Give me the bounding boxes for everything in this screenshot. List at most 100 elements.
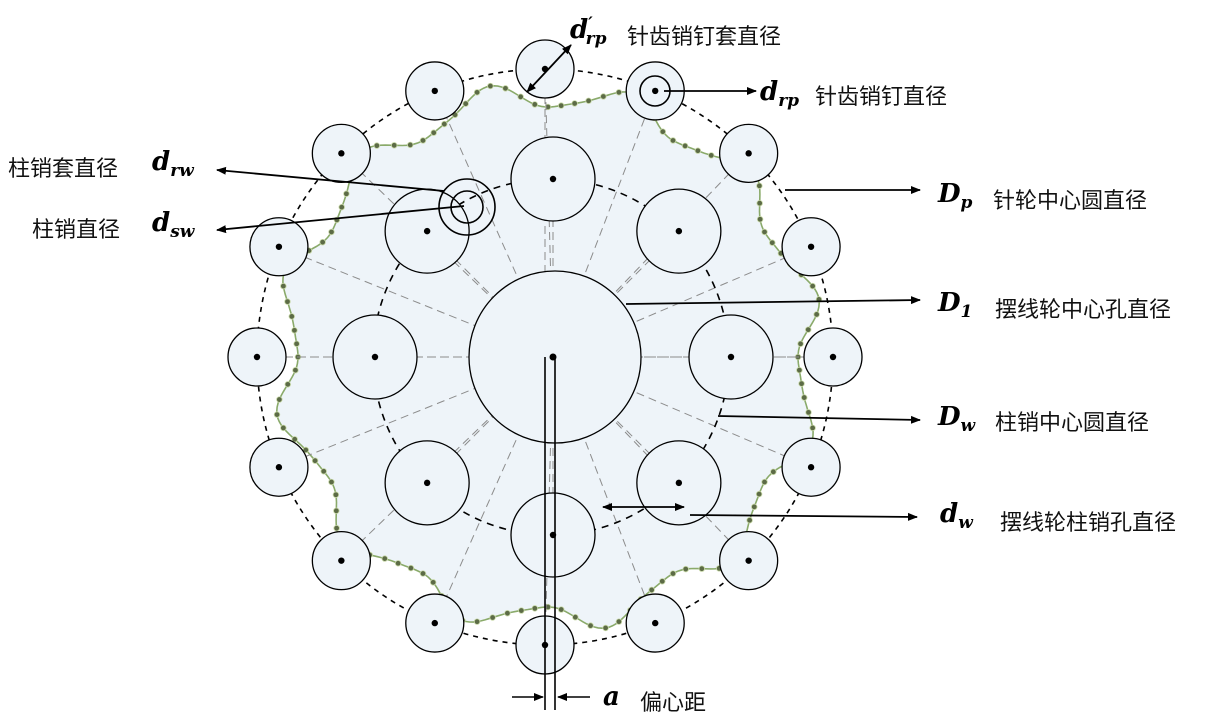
profile-point [391, 142, 398, 149]
profile-point [669, 570, 677, 577]
profile-point [473, 89, 481, 96]
profile-point [373, 142, 381, 149]
profile-point [328, 228, 335, 236]
disc-hole-center [675, 227, 683, 235]
profile-point [291, 436, 298, 443]
profile-point [518, 607, 525, 614]
profile-point [430, 129, 437, 136]
ring-pin-center [275, 464, 283, 471]
profile-point [809, 282, 816, 290]
profile-point [320, 468, 327, 475]
profile-point [280, 282, 287, 290]
profile-point [761, 228, 768, 236]
disc-hole-center [423, 479, 431, 487]
profile-point [600, 93, 607, 100]
profile-point [708, 152, 715, 159]
drw-arrow [216, 166, 445, 192]
profile-point [602, 624, 609, 632]
profile-point [648, 586, 655, 594]
profile-point [669, 137, 677, 144]
disc-hole-center [675, 479, 683, 487]
profile-point [343, 190, 350, 197]
radial-line [434, 356, 554, 624]
label-a: 偏心距 [640, 691, 707, 716]
profile-point [813, 311, 820, 318]
radial-line [552, 356, 750, 561]
profile-point [531, 605, 539, 612]
label-drp: 针齿销钉直径 [815, 85, 948, 110]
ring-pin-center [338, 557, 345, 564]
ring-pin-center [253, 353, 261, 361]
symbol-dw: dw [940, 499, 973, 533]
profile-point [338, 203, 345, 211]
profile-point [801, 394, 808, 401]
ring-pin-center [275, 243, 283, 250]
profile-point [761, 478, 768, 486]
profile-point [755, 490, 763, 498]
profile-point [407, 141, 414, 149]
ring-pin-center [652, 87, 659, 95]
label-Dp: 针轮中心圆直径 [993, 189, 1148, 214]
profile-point [487, 82, 494, 90]
label-D1: 摆线轮中心孔直径 [995, 298, 1172, 323]
profile-point [756, 182, 763, 190]
symbol-drp-prime: d′rp [570, 14, 607, 49]
profile-point [558, 606, 565, 613]
profile-point [615, 89, 623, 96]
profile-point [319, 238, 326, 246]
radial-line [552, 90, 656, 358]
profile-point [429, 579, 437, 586]
profile-point [288, 313, 295, 320]
ring-pin-center [807, 243, 815, 250]
profile-point [659, 128, 667, 135]
profile-point [441, 120, 448, 128]
profile-point [502, 85, 509, 92]
radial-line [278, 246, 554, 358]
ring-pin-center [431, 87, 438, 95]
profile-point [293, 340, 300, 348]
profile-point [333, 507, 340, 514]
D1-arrow [625, 296, 921, 305]
disc-hole-center [371, 353, 379, 361]
label-dw: 摆线轮柱销孔直径 [1000, 511, 1177, 536]
symbol-D1: D1 [938, 288, 973, 322]
ring-pin-center [338, 150, 345, 157]
symbol-Dp: Dp [938, 179, 973, 213]
dsw-arrow [216, 205, 465, 234]
profile-point [517, 93, 524, 100]
profile-point [419, 570, 427, 577]
profile-point [284, 381, 291, 388]
symbol-Dw: Dw [938, 402, 976, 436]
symbol-a: a [603, 682, 620, 712]
output-pin-sleeve [438, 178, 496, 236]
profile-point [751, 503, 758, 511]
profile-point [284, 298, 291, 305]
profile-point [381, 555, 388, 562]
radial-line [552, 356, 656, 624]
ring-pin-center [431, 619, 438, 627]
profile-point [292, 367, 299, 374]
profile-point [462, 100, 469, 107]
profile-point [769, 239, 776, 246]
ring-pin-center [745, 150, 752, 157]
label-drw: 柱销套直径 [8, 157, 119, 182]
profile-point [798, 380, 805, 387]
symbol-drw: drw [152, 147, 194, 181]
label-dsw: 柱销直径 [32, 218, 121, 243]
profile-point [805, 409, 812, 416]
ring-pin-center [829, 353, 837, 361]
profile-point [756, 216, 764, 223]
ring-pin-center [745, 557, 752, 564]
profile-point [746, 517, 753, 524]
profile-point [681, 142, 689, 150]
profile-point [276, 396, 283, 403]
profile-point [394, 560, 402, 567]
symbol-drp: drp [760, 77, 800, 111]
profile-point [572, 614, 579, 621]
profile-point [473, 618, 481, 625]
profile-point [273, 411, 281, 418]
disc-hole-center [727, 353, 735, 361]
profile-point [587, 622, 594, 629]
ring-pin-center [652, 619, 659, 627]
